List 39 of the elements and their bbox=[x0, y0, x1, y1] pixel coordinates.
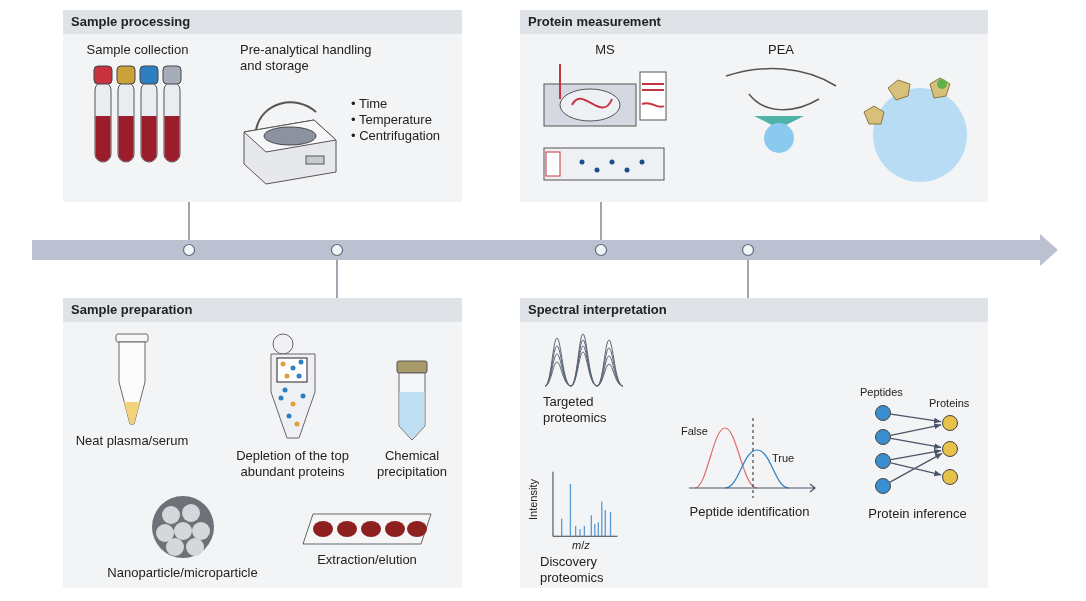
panel bbox=[520, 298, 988, 588]
arrow bbox=[889, 452, 943, 483]
step-label: Nanoparticle/microparticle bbox=[107, 565, 258, 581]
arrow bbox=[890, 423, 942, 436]
panel-header: Spectral interpretation bbox=[520, 298, 988, 322]
step-label: Protein inference bbox=[868, 506, 967, 522]
step-label: Pre-analytical handling and storage bbox=[240, 42, 373, 74]
step-label: Neat plasma/serum bbox=[75, 433, 189, 449]
bullet-item: • Centrifugation bbox=[351, 128, 441, 144]
arrow bbox=[890, 437, 942, 450]
step-label: PEA bbox=[768, 42, 794, 58]
curve-label: Peptides bbox=[860, 386, 903, 399]
panel bbox=[520, 10, 988, 202]
connector-line bbox=[330, 243, 344, 299]
panel-header: Protein measurement bbox=[520, 10, 988, 34]
bullet-item: • Time bbox=[351, 96, 389, 112]
panel-header: Sample processing bbox=[63, 10, 462, 34]
connector-line bbox=[182, 201, 196, 257]
curve-label: True bbox=[772, 452, 795, 465]
panel bbox=[63, 298, 462, 588]
step-label: Chemical precipitation bbox=[375, 448, 449, 480]
step-label: Peptide identification bbox=[689, 504, 810, 520]
step-label: Depletion of the top abundant proteins bbox=[235, 448, 350, 480]
step-label: Discovery proteomics bbox=[540, 554, 605, 586]
bullet-item: • Temperature bbox=[351, 112, 433, 128]
connector-line bbox=[741, 243, 755, 299]
step-label: Extraction/elution bbox=[317, 552, 417, 568]
step-label: MS bbox=[595, 42, 615, 58]
panel bbox=[63, 10, 462, 202]
arrow bbox=[890, 413, 942, 424]
curve-label: Proteins bbox=[929, 397, 970, 410]
curve-label: False bbox=[681, 425, 708, 438]
step-label: Targeted proteomics bbox=[543, 394, 608, 426]
arrow bbox=[890, 462, 942, 477]
step-label: Sample collection bbox=[86, 42, 189, 58]
axis-label: m/z bbox=[572, 539, 590, 552]
panel-header: Sample preparation bbox=[63, 298, 462, 322]
arrow bbox=[890, 448, 942, 461]
connector-line bbox=[594, 201, 608, 257]
